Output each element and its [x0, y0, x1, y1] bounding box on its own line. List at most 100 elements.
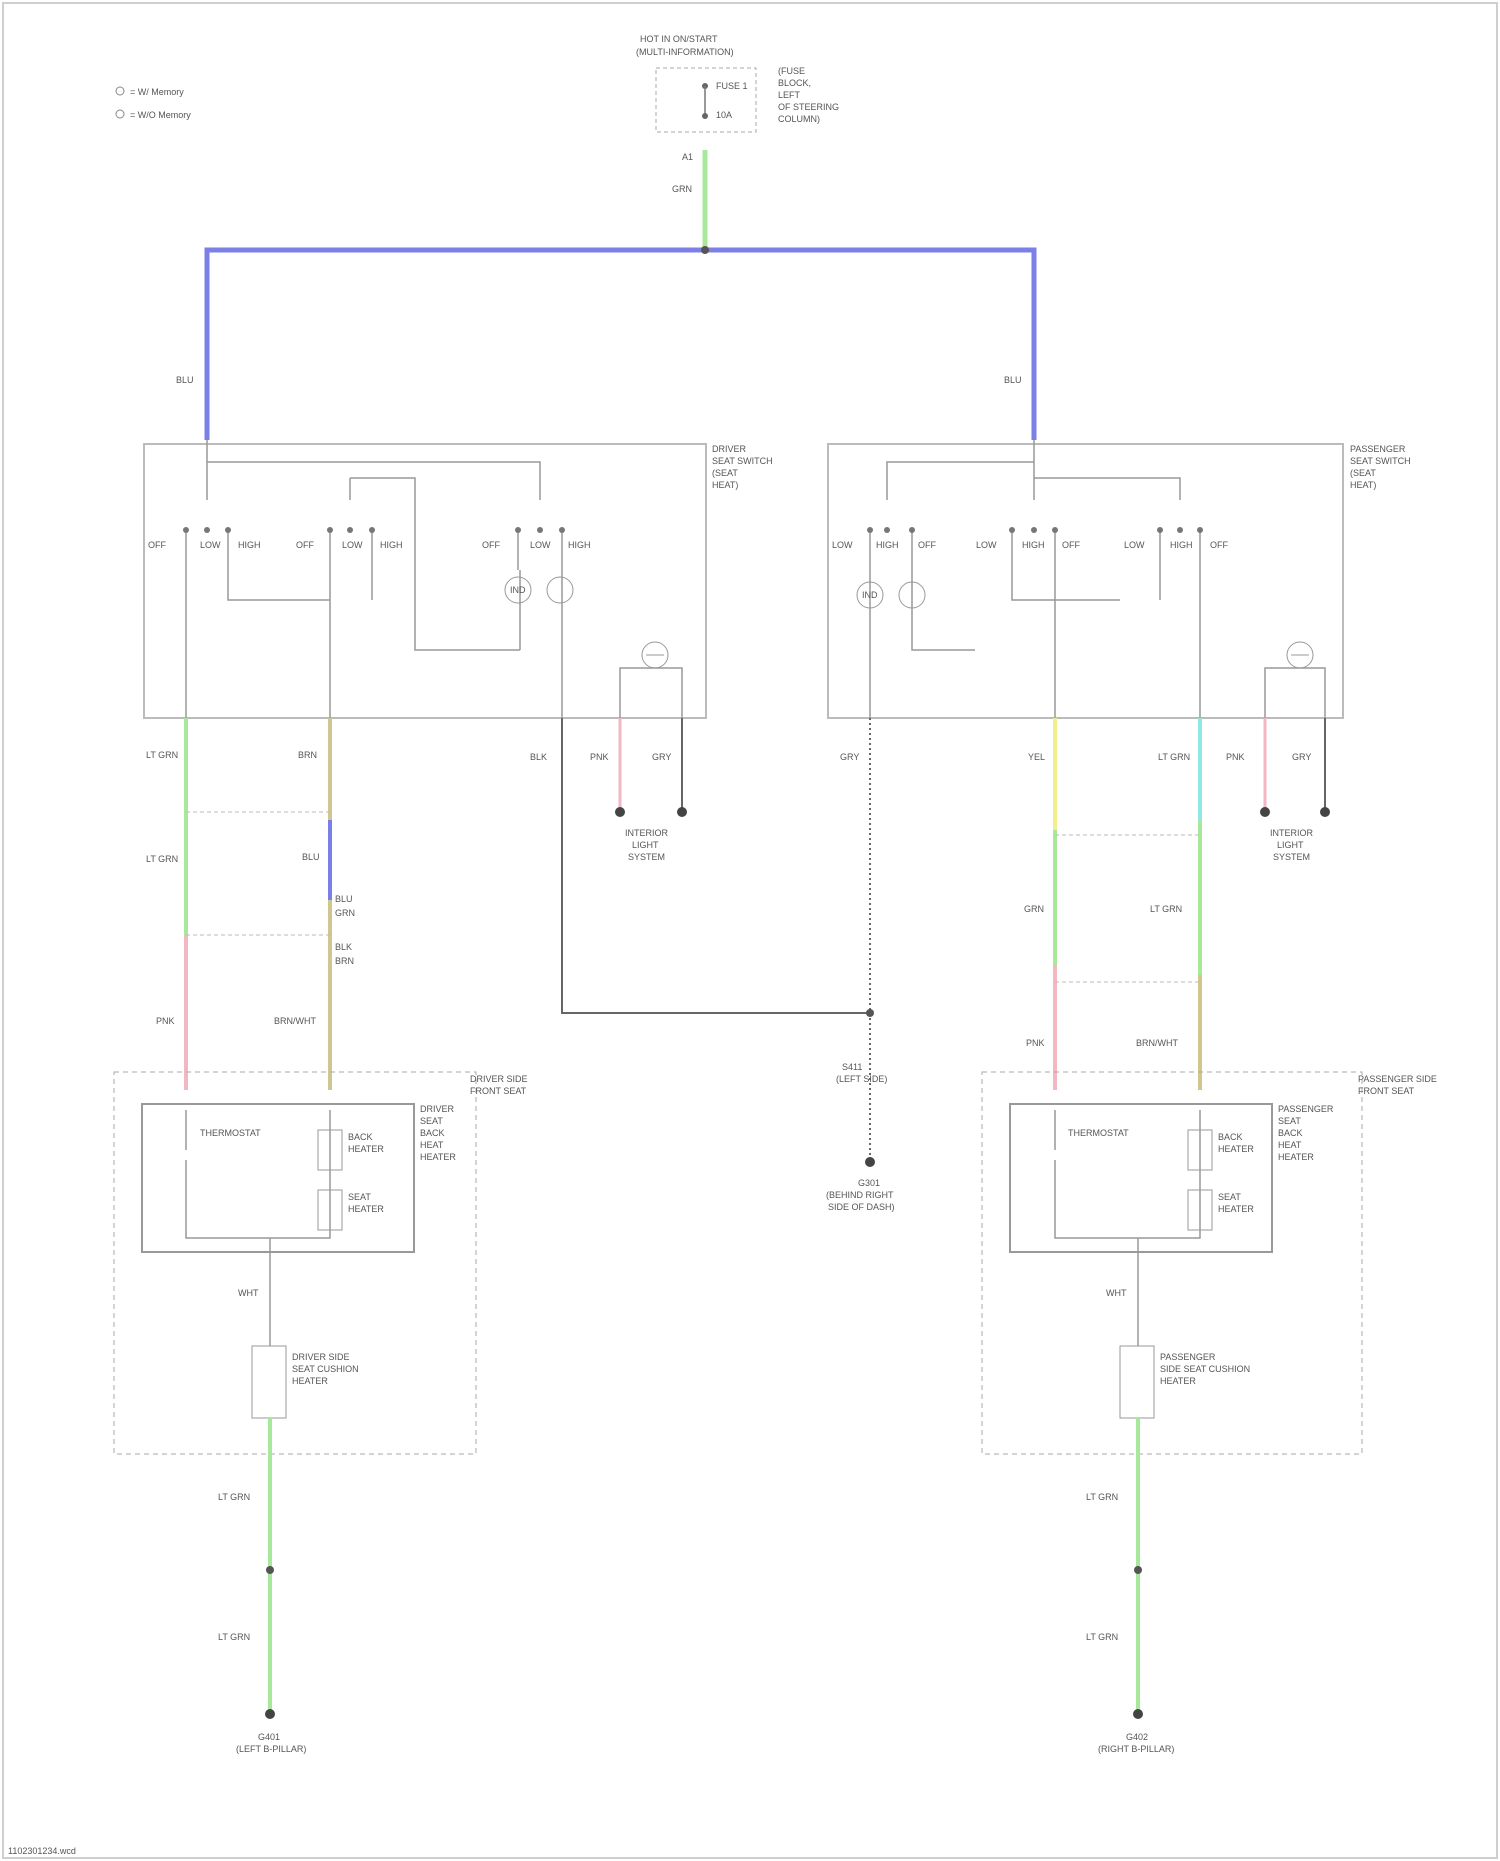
driver-cushion-2: SEAT CUSHION — [292, 1364, 359, 1374]
driver-conn-1: BLU — [335, 894, 353, 904]
driver-ground-splice — [266, 1566, 274, 1574]
driver-switch-title-2: SEAT SWITCH — [712, 456, 773, 466]
fuse-header-1: HOT IN ON/START — [640, 34, 718, 44]
driver-seat-heater-1: SEAT — [348, 1192, 371, 1202]
driver-seat-heater-title-2: SEAT — [420, 1116, 443, 1126]
legend: = W/ Memory = W/O Memory — [116, 87, 191, 120]
fuse-location-2: BLOCK, — [778, 78, 811, 88]
passenger-illum-1: INTERIOR — [1270, 828, 1314, 838]
passenger-feed-wire-label: BLU — [1004, 375, 1022, 385]
driver-heater-box-title-1: DRIVER SIDE — [470, 1074, 528, 1084]
driver-contact-3: HIGH — [238, 540, 261, 550]
passenger-wire-3: GRN — [1024, 904, 1044, 914]
passenger-cushion-3: HEATER — [1160, 1376, 1196, 1386]
driver-contact-6: HIGH — [380, 540, 403, 550]
driver-illumination-lamp-icon — [620, 642, 682, 718]
passenger-contact-3: OFF — [918, 540, 936, 550]
driver-illum-2: LIGHT — [632, 840, 659, 850]
driver-contact-9: HIGH — [568, 540, 591, 550]
passenger-contact-6: OFF — [1062, 540, 1080, 550]
driver-wire-6: BRN/WHT — [274, 1016, 316, 1026]
driver-contact-2: LOW — [200, 540, 221, 550]
driver-lower-wiring: LT GRN LT GRN BRN BLU PNK BRN/WHT BLU GR… — [146, 718, 870, 1090]
driver-ground-wire-1: LT GRN — [218, 1492, 250, 1502]
fuse-location-3: LEFT — [778, 90, 801, 100]
driver-indicator-lamp-icon: IND — [505, 577, 573, 603]
driver-back-heater-2: HEATER — [348, 1144, 384, 1154]
passenger-illumination-lamp-icon — [1265, 642, 1325, 718]
driver-ground-id: G401 — [258, 1732, 280, 1742]
feed-splice-dot — [701, 246, 709, 254]
fuse-terminal: A1 — [682, 152, 693, 162]
svg-text:IND: IND — [510, 585, 526, 595]
driver-ground-icon — [265, 1709, 275, 1719]
driver-ground-location: (LEFT B-PILLAR) — [236, 1744, 306, 1754]
passenger-switch-title-1: PASSENGER — [1350, 444, 1406, 454]
driver-wire-2: LT GRN — [146, 854, 178, 864]
passenger-switch-title-2: SEAT SWITCH — [1350, 456, 1411, 466]
passenger-seat-switch: PASSENGER SEAT SWITCH (SEAT HEAT) LOW HI… — [828, 440, 1411, 718]
driver-thermostat: THERMOSTAT — [200, 1128, 261, 1138]
driver-seat-heater-2: HEATER — [348, 1204, 384, 1214]
driver-back-heater-1: BACK — [348, 1132, 373, 1142]
fuse-rating: 10A — [716, 110, 732, 120]
driver-seat-heater-title-5: HEATER — [420, 1152, 456, 1162]
passenger-thermostat: THERMOSTAT — [1068, 1128, 1129, 1138]
driver-contact-8: LOW — [530, 540, 551, 550]
passenger-switch-title-4: HEAT) — [1350, 480, 1376, 490]
driver-seat-heater-title-4: HEAT — [420, 1140, 444, 1150]
passenger-seat-heater-title-1: PASSENGER — [1278, 1104, 1334, 1114]
passenger-contact-2: HIGH — [876, 540, 899, 550]
driver-contact-1: OFF — [148, 540, 166, 550]
passenger-contact-5: HIGH — [1022, 540, 1045, 550]
passenger-wire-2: LT GRN — [1158, 752, 1190, 762]
driver-cushion-1: DRIVER SIDE — [292, 1352, 350, 1362]
passenger-contact-4: LOW — [976, 540, 997, 550]
footer-code: 1102301234.wcd — [8, 1846, 76, 1856]
driver-heater-wire: WHT — [238, 1288, 259, 1298]
center-wire-grey: GRY — [840, 752, 859, 762]
driver-seat-heater-title-1: DRIVER — [420, 1104, 455, 1114]
passenger-seat-heater-title-4: HEAT — [1278, 1140, 1302, 1150]
passenger-seat-heater-title-2: SEAT — [1278, 1116, 1301, 1126]
passenger-contact-9: OFF — [1210, 540, 1228, 550]
passenger-seat-heater-1: SEAT — [1218, 1192, 1241, 1202]
fuse-label: FUSE 1 — [716, 81, 748, 91]
passenger-ground-icon — [1133, 1709, 1143, 1719]
svg-text:IND: IND — [862, 590, 878, 600]
driver-heater-assembly: DRIVER SIDE FRONT SEAT THERMOSTAT BACK H… — [114, 1072, 528, 1454]
driver-conn-2: GRN — [335, 908, 355, 918]
passenger-back-heater-1: BACK — [1218, 1132, 1243, 1142]
fuse-wire-label: GRN — [672, 184, 692, 194]
passenger-heater-box-title-2: FRONT SEAT — [1358, 1086, 1415, 1096]
legend-item-memory: = W/ Memory — [130, 87, 184, 97]
legend-item-no-memory: = W/O Memory — [130, 110, 191, 120]
passenger-ground-splice — [1134, 1566, 1142, 1574]
passenger-seat-heater-title-5: HEATER — [1278, 1152, 1314, 1162]
passenger-indicator-lamp-icon: IND — [857, 582, 925, 608]
passenger-contact-8: HIGH — [1170, 540, 1193, 550]
driver-contact-5: LOW — [342, 540, 363, 550]
center-ground-2: (BEHIND RIGHT — [826, 1190, 894, 1200]
passenger-seat-heater-title-3: BACK — [1278, 1128, 1303, 1138]
driver-seat-switch: DRIVER SEAT SWITCH (SEAT HEAT) OFF LOW H… — [144, 440, 773, 718]
driver-contact-4: OFF — [296, 540, 314, 550]
passenger-illum-wire-1: PNK — [1226, 752, 1245, 762]
passenger-ground-wire-1: LT GRN — [1086, 1492, 1118, 1502]
passenger-switch-title-3: (SEAT — [1350, 468, 1376, 478]
passenger-ground-id: G402 — [1126, 1732, 1148, 1742]
passenger-illum-3: SYSTEM — [1273, 852, 1310, 862]
passenger-wire-4: LT GRN — [1150, 904, 1182, 914]
passenger-ground-location: (RIGHT B-PILLAR) — [1098, 1744, 1174, 1754]
passenger-lower-wiring: YEL LT GRN GRN LT GRN PNK BRN/WHT PNK GR… — [1024, 718, 1330, 1090]
fuse-location-4: OF STEERING — [778, 102, 839, 112]
passenger-heater-wire: WHT — [1106, 1288, 1127, 1298]
driver-illum-1: INTERIOR — [625, 828, 669, 838]
passenger-wire-6: BRN/WHT — [1136, 1038, 1178, 1048]
driver-black-wire-label: BLK — [530, 752, 547, 762]
passenger-contact-7: LOW — [1124, 540, 1145, 550]
passenger-seat-heater-2: HEATER — [1218, 1204, 1254, 1214]
driver-cushion-3: HEATER — [292, 1376, 328, 1386]
driver-contact-7: OFF — [482, 540, 500, 550]
